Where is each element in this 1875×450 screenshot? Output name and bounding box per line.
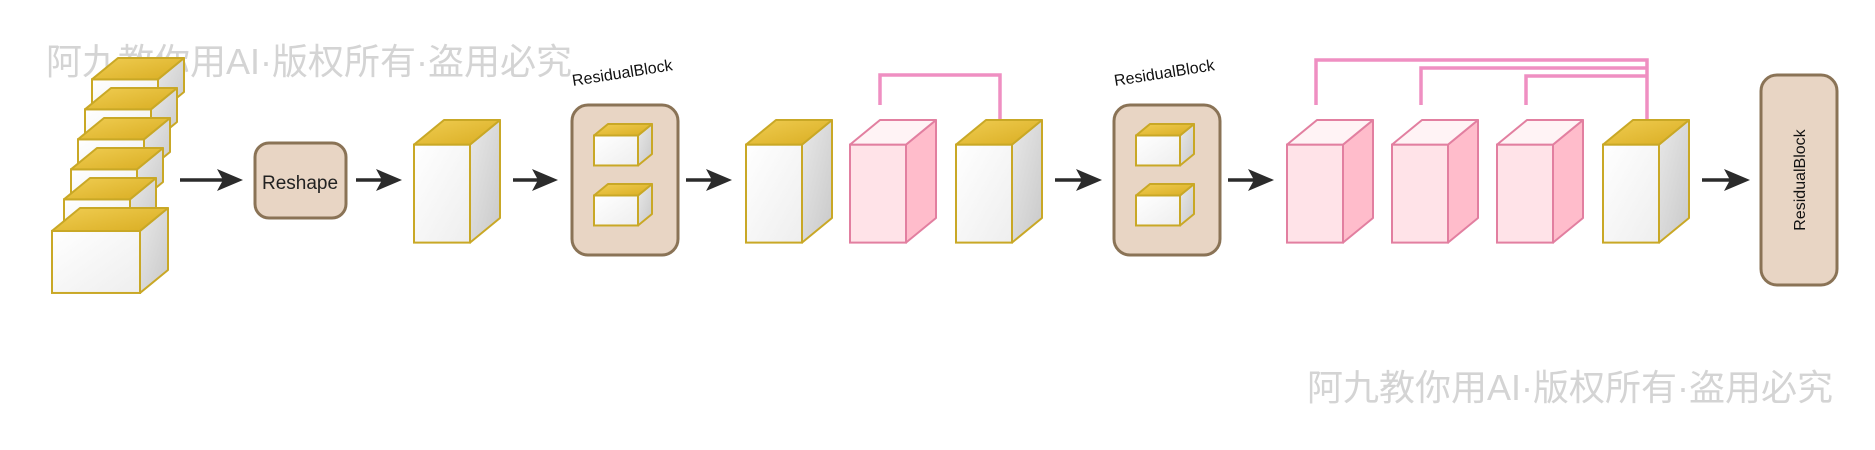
arrow-right-icon: [180, 169, 243, 191]
cube-icon: [1602, 119, 1690, 244]
cube-icon: [745, 119, 833, 244]
arrow-right-icon: [1702, 169, 1750, 191]
stacked-input-cubes: [51, 57, 185, 294]
cube-icon: [1135, 183, 1195, 227]
arrow-right-icon: [356, 169, 402, 191]
skip-connection-line: [1524, 74, 1647, 105]
skip-connections: [878, 58, 1649, 120]
cube-icon: [1286, 119, 1374, 244]
cube-icon: [593, 183, 653, 227]
watermark-bottom-right: 阿九教你用AI·版权所有·盗用必究: [1307, 367, 1833, 408]
skip-connection-line: [1314, 58, 1649, 120]
residual-block-3: ResidualBlock: [1759, 73, 1839, 287]
residual-block-3-label: ResidualBlock: [1792, 128, 1809, 230]
cube-icon: [1496, 119, 1584, 244]
cube-icon: [593, 123, 653, 167]
input-cube: [51, 207, 169, 294]
arrow-right-icon: [686, 169, 732, 191]
feature-cubes: [413, 119, 1690, 244]
cube-icon: [1391, 119, 1479, 244]
cube-icon: [849, 119, 937, 244]
residual-block-2-label: ResidualBlock: [1113, 57, 1217, 90]
residual-block-1-label: ResidualBlock: [571, 57, 675, 90]
cube-icon: [955, 119, 1043, 244]
arrow-right-icon: [1055, 169, 1102, 191]
arrows: [180, 169, 1750, 191]
arrow-right-icon: [1228, 169, 1274, 191]
reshape-node: Reshape: [253, 141, 348, 220]
skip-connection-line: [1419, 66, 1647, 105]
reshape-label: Reshape: [262, 173, 338, 194]
skip-connection-line: [878, 73, 1002, 120]
arrow-right-icon: [513, 169, 558, 191]
cube-icon: [1135, 123, 1195, 167]
cube-icon: [413, 119, 501, 244]
